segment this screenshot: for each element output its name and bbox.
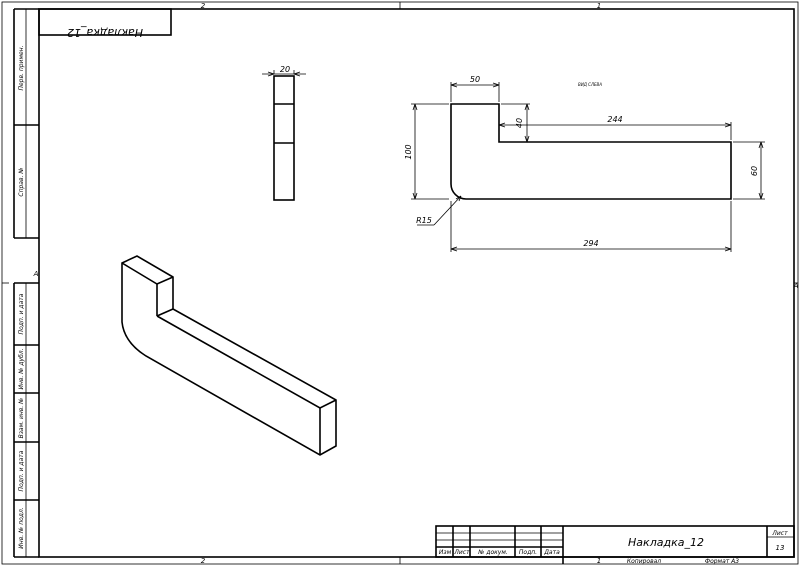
side-view-dim-top-width: 50 — [470, 75, 480, 84]
side-strip-label-sign-date-2: Подп. и дата — [18, 450, 25, 491]
title-copied-label: Копировал — [627, 558, 661, 565]
side-view-dim-height: 100 — [404, 144, 413, 159]
side-view-outline — [450, 103, 732, 200]
side-strip-label-reference: Справ. № — [18, 167, 25, 196]
zone-label-right: A — [793, 282, 799, 290]
front-view: 20 — [262, 65, 306, 201]
title-header-date: Дата — [543, 549, 560, 556]
zone-label-top-right: 1 — [597, 2, 601, 10]
iso-top-edge — [121, 262, 174, 285]
top-stamp: Накладка_12 — [38, 8, 172, 39]
side-strip-label-sign-date-1: Подп. и дата — [18, 293, 25, 334]
side-strip-label-orig-inv: Инв. № подл. — [18, 507, 25, 548]
drawing-frame — [38, 8, 795, 558]
iso-outline — [121, 255, 337, 456]
side-strip-label-dup-inv: Инв. № дубл. — [18, 348, 25, 389]
iso-arm-top — [156, 308, 337, 409]
side-view-dim-arm-height: 60 — [750, 166, 759, 176]
side-view-note: ВИД СЛЕВА — [578, 82, 602, 87]
side-strip-label-replace-inv: Взам. инв. № — [18, 398, 25, 439]
side-view: ВИД СЛЕВА 50 40 244 100 60 R15 — [404, 75, 765, 252]
zone-label-top-left: 2 — [201, 2, 206, 10]
title-header-doc-number: № докум. — [477, 549, 508, 556]
side-view-dim-radius: R15 — [416, 216, 432, 225]
isometric-view — [121, 255, 337, 456]
title-sheet-number: 13 — [776, 544, 785, 552]
side-view-dim-step: 40 — [515, 118, 524, 128]
title-header-sheet: Лист — [453, 549, 470, 556]
zone-label-bottom-right: 1 — [597, 557, 601, 565]
title-header-change: Изм — [439, 549, 452, 556]
side-view-dim-total-length: 294 — [583, 239, 598, 248]
top-stamp-title: Накладка_12 — [67, 26, 143, 39]
zone-label-bottom-left: 2 — [201, 557, 206, 565]
title-header-signature: Подп. — [519, 549, 537, 556]
front-view-dim-width: 20 — [280, 65, 290, 74]
title-format-label: Формат А3 — [705, 558, 739, 565]
side-strip: Перв. примен. Справ. № Подп. и дата Инв.… — [13, 8, 39, 558]
zone-label-left: A — [33, 270, 39, 278]
side-view-dim-arm-length: 244 — [607, 115, 622, 124]
title-sheet-label: Лист — [771, 530, 788, 537]
title-block: Изм Лист № докум. Подп. Дата Накладка_12… — [435, 525, 795, 565]
title-part-name: Накладка_12 — [628, 536, 704, 549]
side-strip-label-first-use: Перв. примен. — [18, 45, 25, 90]
